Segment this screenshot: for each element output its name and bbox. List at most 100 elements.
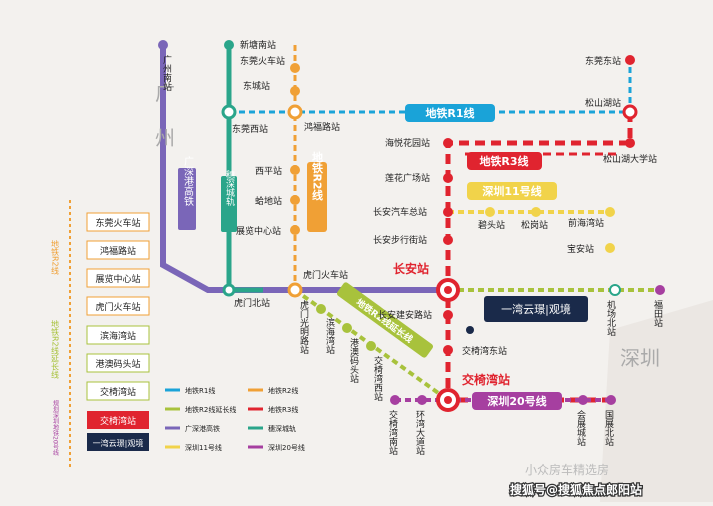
svg-text:广深港高铁: 广深港高铁 <box>185 424 220 433</box>
label-hongfu-lu: 鸿福路站 <box>304 121 340 133</box>
line-guangshengang <box>160 45 445 293</box>
station-dot[interactable] <box>290 86 300 96</box>
station-dot[interactable] <box>443 207 453 217</box>
svg-text:交椅湾站: 交椅湾站 <box>100 386 136 398</box>
label-changan-buxingjie: 长安步行街站 <box>373 234 427 246</box>
sidebar-item[interactable] <box>86 296 150 316</box>
station-dot[interactable] <box>578 395 588 405</box>
region-guangzhou-b: 州 <box>155 126 175 150</box>
station-dot[interactable] <box>224 40 234 50</box>
label-xiping: 西平站 <box>255 165 282 177</box>
station-dot[interactable] <box>290 63 300 73</box>
badge-sz20 <box>472 392 562 410</box>
sidebar-item[interactable] <box>86 212 150 232</box>
svg-text:港澳码头站: 港澳码头站 <box>95 358 140 370</box>
sidebar-r2-label: 地铁R2线 <box>51 239 60 275</box>
label-zhanlan: 展览中心站 <box>236 225 281 237</box>
sidebar-bottom-label: 规划深圳地铁20号线 <box>52 399 59 456</box>
svg-text:滨海湾站: 滨海湾站 <box>100 330 136 342</box>
station-dot[interactable] <box>366 341 376 351</box>
sidebar-items: 东莞火车站 鸿福路站 展览中心站 虎门火车站 滨海湾站 港澳码头站 交椅湾站 交… <box>86 212 150 451</box>
svg-text:深圳20号线: 深圳20号线 <box>268 443 305 452</box>
label-jichang-bei: 机场北站 <box>605 299 616 337</box>
label-dongguan-huoche: 东莞火车站 <box>240 55 285 67</box>
station-dot[interactable] <box>417 395 427 405</box>
svg-text:深圳11号线: 深圳11号线 <box>185 443 222 452</box>
station-dot[interactable] <box>655 285 665 295</box>
label-jiaoyi-nan: 交椅湾南站 <box>387 409 398 456</box>
svg-text:地铁R1线: 地铁R1线 <box>185 386 215 395</box>
station-dot[interactable] <box>316 304 326 314</box>
badge-sz11 <box>467 182 557 200</box>
station-dot[interactable] <box>287 104 303 120</box>
svg-text:地铁R3线: 地铁R3线 <box>268 405 298 414</box>
label-lianhua: 莲花广场站 <box>385 172 430 184</box>
svg-text:交椅湾站: 交椅湾站 <box>100 415 136 427</box>
station-dot[interactable] <box>290 195 300 205</box>
project-dot <box>466 326 474 334</box>
svg-text:东莞火车站: 东莞火车站 <box>95 217 140 229</box>
svg-text:穗深城轨: 穗深城轨 <box>268 424 296 433</box>
label-huanwan: 环湾大道站 <box>414 410 425 456</box>
label-binhaiwan: 滨海湾站 <box>324 317 335 355</box>
station-dot[interactable] <box>531 207 541 217</box>
label-jiaoyi-xi: 交椅湾西站 <box>372 355 383 402</box>
station-dot[interactable] <box>485 207 495 217</box>
label-songshanhu: 松山湖站 <box>585 97 621 109</box>
label-gangao: 港澳码头站 <box>348 337 359 384</box>
station-dot[interactable] <box>625 55 635 65</box>
label-dongguan-xi: 东莞西站 <box>232 123 268 135</box>
badge-r1 <box>405 104 495 122</box>
label-xintang-nan: 新塘南站 <box>240 39 276 51</box>
station-dot[interactable] <box>158 40 168 50</box>
watermark-text: 小众房车精选房 <box>525 462 609 477</box>
sidebar-item[interactable] <box>86 268 150 288</box>
label-bitou: 碧头站 <box>478 219 505 231</box>
station-dot[interactable] <box>622 104 638 120</box>
station-dot[interactable] <box>443 345 453 355</box>
project-name: 一湾云璟|观境 <box>501 302 571 316</box>
station-dot[interactable] <box>605 243 615 253</box>
label-jiaoyi: 交椅湾站 <box>462 372 510 387</box>
station-dot[interactable] <box>290 165 300 175</box>
badge-r2-text: 地铁R2线 <box>311 150 324 201</box>
sidebar-item[interactable] <box>86 325 150 345</box>
sidebar-project[interactable] <box>87 433 149 451</box>
station-dot[interactable] <box>287 282 303 298</box>
label-guozhan-bei: 国展北站 <box>603 410 614 447</box>
label-humen-bei: 虎门北站 <box>234 297 270 309</box>
badge-r1-text: 地铁R1线 <box>425 106 474 120</box>
station-dot[interactable] <box>222 283 236 297</box>
station-dot[interactable] <box>609 284 621 296</box>
station-dot[interactable] <box>443 235 453 245</box>
watermark-source: 搜狐号@搜狐焦点郎阳站 <box>510 482 642 497</box>
badge-guangshengang-text: 广深港高铁 <box>182 156 194 207</box>
badge-suishen <box>221 176 237 232</box>
sidebar-item[interactable] <box>86 353 150 373</box>
badge-sz11-text: 深圳11号线 <box>482 184 541 198</box>
station-dot[interactable] <box>290 225 300 235</box>
station-dot[interactable] <box>443 310 453 320</box>
label-qianhaiwan: 前海湾站 <box>568 217 604 229</box>
label-haiyue: 海悦花园站 <box>385 137 430 149</box>
station-dot[interactable] <box>625 138 635 148</box>
sidebar-item-active[interactable] <box>87 411 149 429</box>
sidebar-item[interactable] <box>86 381 150 401</box>
station-dot[interactable] <box>606 395 616 405</box>
label-songshanhu-daxue: 松山湖大学站 <box>603 153 657 165</box>
station-dot[interactable] <box>443 138 453 148</box>
label-dongcheng: 东城站 <box>243 80 270 92</box>
station-dot[interactable] <box>443 173 453 183</box>
station-dot[interactable] <box>605 207 615 217</box>
station-dot[interactable] <box>342 323 352 333</box>
label-changan-qiche: 长安汽车总站 <box>373 206 427 218</box>
label-jianan: 长安建安路站 <box>378 309 432 321</box>
station-dot[interactable] <box>390 395 400 405</box>
station-dot[interactable] <box>221 104 237 120</box>
badge-suishen-text: 穗深城轨 <box>224 169 235 207</box>
label-guangzhou-nan: 广州南站 <box>161 54 172 92</box>
legend: 地铁R1线 地铁R2线 地铁R2线延长线 地铁R3线 广深港高铁 穗深城轨 深圳… <box>165 386 305 452</box>
badge-r3 <box>467 152 542 170</box>
label-humen-huoche: 虎门火车站 <box>303 269 348 281</box>
sidebar-item[interactable] <box>86 240 150 260</box>
